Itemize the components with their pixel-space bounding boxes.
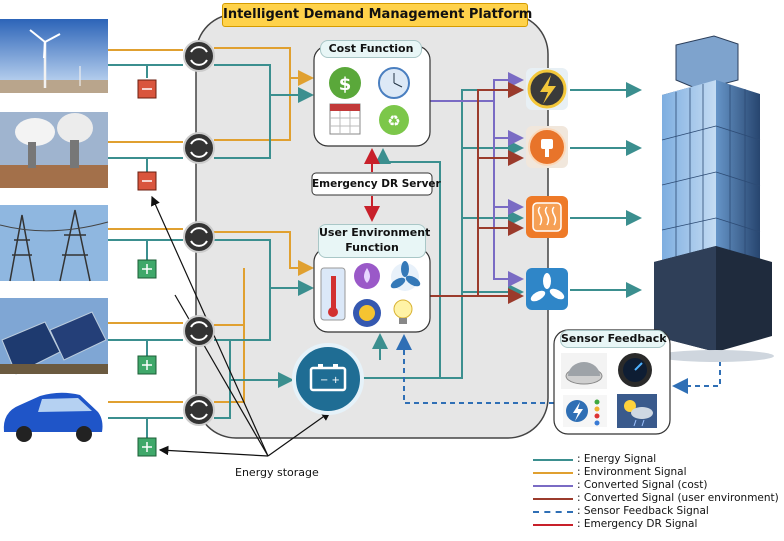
battery-icon: − +: [292, 343, 364, 415]
legend-swatch: [533, 498, 573, 500]
calendar-icon: [329, 103, 361, 135]
sun-icon: [353, 299, 381, 327]
lightning-icon: [526, 68, 568, 110]
recycle-icon: ♻: [379, 105, 409, 135]
legend-label: : Environment Signal: [577, 466, 687, 478]
dollar-icon: $: [329, 67, 361, 99]
user-env-title-line2: Function: [345, 241, 399, 254]
legend-item: : Energy Signal: [533, 453, 773, 466]
heater-icon: [526, 196, 568, 238]
legend-swatch: [533, 459, 573, 461]
wind-turbine-icon: [0, 19, 108, 93]
energy-storage-label: Energy storage: [235, 466, 319, 479]
converter-icon: [183, 40, 215, 426]
svg-text:♻: ♻: [387, 112, 400, 130]
legend-label: : Energy Signal: [577, 453, 657, 465]
legend-swatch: [533, 511, 573, 513]
fan-icon: [526, 268, 568, 310]
gauge-icon: [618, 353, 652, 387]
legend-swatch: [533, 472, 573, 474]
emergency-server-label: Emergency DR Server: [312, 178, 441, 190]
electric-car-icon: [3, 392, 103, 442]
cost-function-title: Cost Function: [320, 40, 422, 58]
fan-icon: [390, 261, 421, 291]
legend-item: : Sensor Feedback Signal: [533, 505, 773, 518]
legend-item: : Environment Signal: [533, 466, 773, 479]
thermometer-icon: [320, 267, 346, 321]
user-env-title-line1: User Environment: [319, 226, 431, 239]
legend-label: : Emergency DR Signal: [577, 518, 698, 530]
solar-panel-icon: [0, 298, 108, 375]
bulb-icon: [393, 299, 413, 324]
legend-swatch: [533, 524, 573, 526]
legend-item: : Emergency DR Signal: [533, 518, 773, 531]
plug-icon: [526, 126, 568, 168]
dome-sensor-icon: [561, 353, 607, 389]
sensor-feedback-title: Sensor Feedback: [560, 330, 667, 348]
legend-item: : Converted Signal (user environment): [533, 492, 779, 505]
legend-swatch: [533, 485, 573, 487]
signal-wires: [108, 47, 721, 457]
emergency-server-box: [311, 172, 433, 196]
weather-icon: [617, 394, 657, 428]
legend-label: : Sensor Feedback Signal: [577, 505, 709, 517]
platform-title: Intelligent Demand Management Platform: [222, 3, 532, 27]
meter-icon: [137, 79, 157, 457]
legend-item: : Converted Signal (cost): [533, 479, 773, 492]
svg-text:$: $: [339, 74, 352, 95]
legend-label: : Converted Signal (user environment): [577, 492, 779, 504]
skyscraper-icon: [654, 35, 774, 362]
legend-label: : Converted Signal (cost): [577, 479, 708, 491]
svg-text:− +: − +: [320, 375, 340, 386]
status-lights-icon: [563, 395, 607, 427]
power-lines-icon: [0, 205, 109, 282]
clock-icon: [378, 67, 410, 99]
user-env-title: User Environment Function: [318, 224, 431, 258]
humidity-icon: [354, 263, 380, 289]
geothermal-plant-icon: [0, 112, 108, 188]
